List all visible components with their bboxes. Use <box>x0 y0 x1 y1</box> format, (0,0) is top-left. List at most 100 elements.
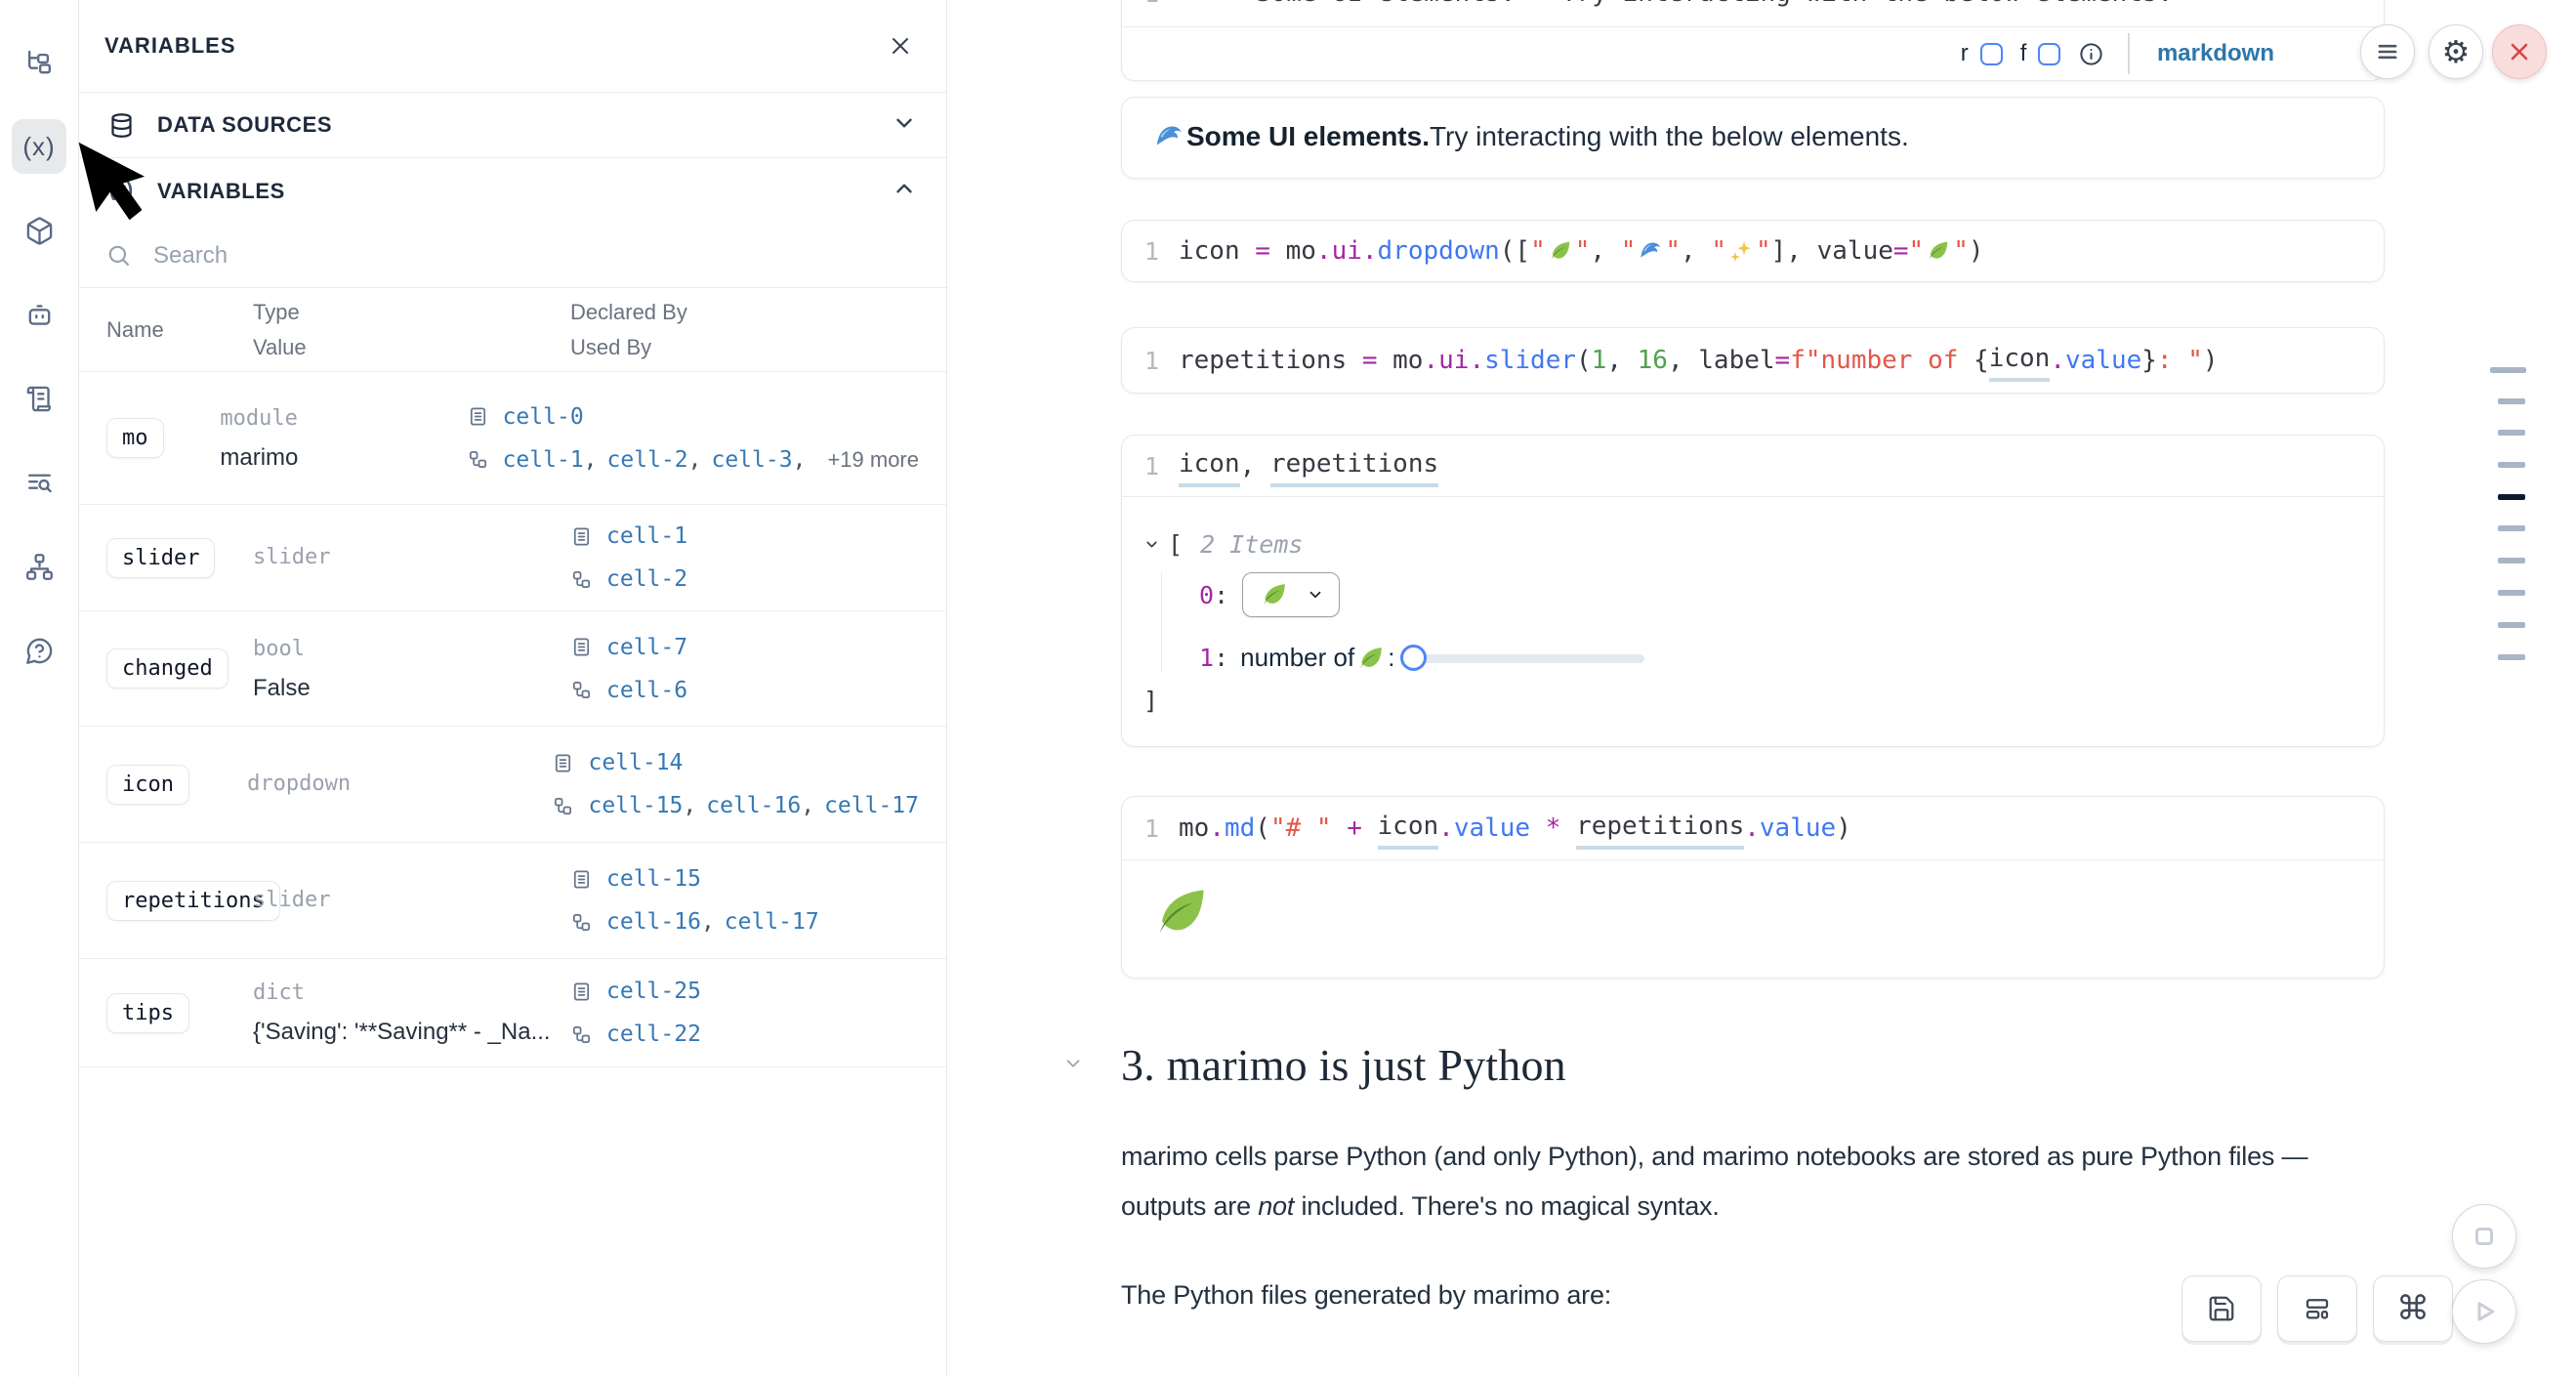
variables-search-input[interactable] <box>153 241 919 270</box>
tree-collapse-chevron[interactable] <box>1143 536 1160 553</box>
save-button[interactable] <box>2181 1275 2262 1342</box>
sidebar-item-ai-assistant[interactable] <box>12 287 66 342</box>
markdown-cell-toolbar: r f markdown <box>1122 27 2384 80</box>
tuple-output-tree: [ 2 Items 0: 1: <box>1122 497 2384 746</box>
cell-link[interactable]: cell-7 <box>606 634 688 660</box>
code-editor[interactable]: icon = mo.ui.dropdown(["", "", ""], valu… <box>1179 236 1984 266</box>
cell-link[interactable]: cell-17 <box>824 793 919 818</box>
shutdown-button[interactable] <box>2492 24 2547 79</box>
cell-link[interactable]: cell-2 <box>606 446 688 473</box>
cell-link[interactable]: cell-16 <box>606 909 701 935</box>
sidebar-item-variables[interactable]: (x) <box>12 119 66 174</box>
cell-document-icon <box>573 981 590 1001</box>
sidebar-item-help[interactable] <box>12 623 66 678</box>
stop-button[interactable] <box>2452 1204 2516 1269</box>
run-button[interactable] <box>2452 1279 2516 1344</box>
section-heading-block: 3. marimo is just Python <box>1066 1039 2385 1091</box>
variable-name-badge[interactable]: mo <box>106 418 164 458</box>
cell-link[interactable]: cell-14 <box>588 750 684 775</box>
cell-link[interactable]: cell-17 <box>724 909 819 935</box>
sidebar-item-dependency-graph[interactable] <box>12 539 66 594</box>
cell-link[interactable]: cell-6 <box>606 677 688 703</box>
section-data-sources[interactable]: DATA SOURCES <box>79 93 946 158</box>
section-collapse-chevron[interactable] <box>1062 1053 1084 1074</box>
cell-document-icon <box>573 526 590 546</box>
sidebar-item-snippets[interactable] <box>12 455 66 510</box>
minimap-cell-marker[interactable] <box>2498 525 2525 531</box>
leaf-emoji <box>1153 884 1210 940</box>
f-toggle-checkbox[interactable] <box>2038 42 2061 65</box>
robot-icon <box>28 304 50 325</box>
cell-link[interactable]: cell-1 <box>502 446 584 473</box>
more-cells-label: +19 more <box>827 446 919 472</box>
icon-dropdown-widget[interactable] <box>1242 572 1341 617</box>
code-cell-dropdown: 1 icon = mo.ui.dropdown(["", "", ""], va… <box>1121 220 2385 282</box>
chevron-down-icon <box>892 110 917 141</box>
repetitions-slider[interactable] <box>1400 644 1645 672</box>
variable-name-badge[interactable]: icon <box>106 764 189 805</box>
divider <box>1122 496 2384 497</box>
cell-link[interactable]: cell-3 <box>711 446 793 473</box>
minimap-cell-marker[interactable] <box>2490 367 2526 373</box>
usage-workflow-icon <box>572 570 591 588</box>
minimap-cell-marker[interactable] <box>2498 462 2525 468</box>
code-editor[interactable]: mo.md("# " + icon.value * repetitions.va… <box>1179 807 1851 850</box>
settings-button[interactable]: ⚙ <box>2429 24 2483 79</box>
notebook-menu-button[interactable] <box>2360 24 2415 79</box>
usage-workflow-icon <box>572 1025 591 1043</box>
database-icon <box>106 110 136 140</box>
minimap-cell-marker[interactable] <box>2498 558 2525 563</box>
tree-children: 0: 1: number of : <box>1161 572 2354 673</box>
slider-thumb[interactable] <box>1400 644 1428 671</box>
cell-link[interactable]: cell-1 <box>606 523 688 549</box>
layout-toggle-button[interactable] <box>2277 1275 2357 1342</box>
divider <box>1122 26 2384 27</box>
cell-link[interactable]: cell-2 <box>606 566 688 592</box>
section-variables[interactable]: (x) VARIABLES <box>79 158 946 224</box>
minimap-cell-marker[interactable] <box>2498 622 2525 628</box>
cell-document-icon <box>470 407 485 426</box>
minimap-cell-marker[interactable] <box>2498 494 2525 500</box>
cell-document-icon <box>573 638 590 656</box>
variable-name-badge[interactable]: changed <box>106 648 229 688</box>
tree-close-bracket: ] <box>1143 687 1159 715</box>
cell-link[interactable]: cell-22 <box>606 1022 701 1047</box>
code-cell-slider: 1 repetitions = mo.ui.slider(1, 16, labe… <box>1121 327 2385 394</box>
leaf-emoji <box>1549 239 1572 263</box>
minimap-cell-marker[interactable] <box>2498 654 2525 660</box>
sidebar-item-file-tree[interactable] <box>12 35 66 90</box>
close-panel-button[interactable] <box>884 29 917 63</box>
sidebar-item-logs[interactable] <box>12 371 66 426</box>
sidebar-item-packages[interactable] <box>12 203 66 258</box>
code-editor[interactable]: repetitions = mo.ui.slider(1, 16, label=… <box>1179 339 2219 382</box>
cell-link[interactable]: cell-15 <box>606 866 701 892</box>
info-icon <box>2080 42 2103 65</box>
variable-name-badge[interactable]: repetitions <box>106 880 280 921</box>
minimap-cell-marker[interactable] <box>2498 398 2525 404</box>
info-button[interactable] <box>2078 41 2104 67</box>
minimap-cell-marker[interactable] <box>2498 590 2525 596</box>
play-icon <box>2477 1302 2495 1321</box>
minimap-cell-marker[interactable] <box>2498 430 2525 436</box>
panel-title: VARIABLES <box>104 33 236 58</box>
cell-link[interactable]: cell-0 <box>502 403 584 430</box>
variables-section-icon: (x) <box>108 180 134 201</box>
cell-link[interactable]: cell-16 <box>706 793 802 818</box>
wave-emoji <box>1154 122 1184 151</box>
variable-name-badge[interactable]: slider <box>106 537 216 578</box>
variable-name-badge[interactable]: tips <box>106 992 189 1033</box>
section-label: DATA SOURCES <box>157 112 333 137</box>
markdown-source[interactable]: ** Some UI elements.** Try interacting w… <box>1179 0 2173 13</box>
section-label: VARIABLES <box>157 178 285 203</box>
code-editor[interactable]: icon, repetitions <box>1179 444 1439 487</box>
slider-label: number of : <box>1240 643 1395 672</box>
keyboard-shortcuts-button[interactable]: ⌘ <box>2373 1275 2453 1342</box>
cell-document-icon <box>573 869 590 889</box>
wave-emoji <box>1212 0 1237 6</box>
language-toggle[interactable]: markdown <box>2156 40 2274 66</box>
r-toggle-checkbox[interactable] <box>1979 42 2003 65</box>
cell-link[interactable]: cell-25 <box>606 979 701 1004</box>
cell-link[interactable]: cell-15 <box>588 793 684 818</box>
usage-workflow-icon <box>572 681 591 699</box>
